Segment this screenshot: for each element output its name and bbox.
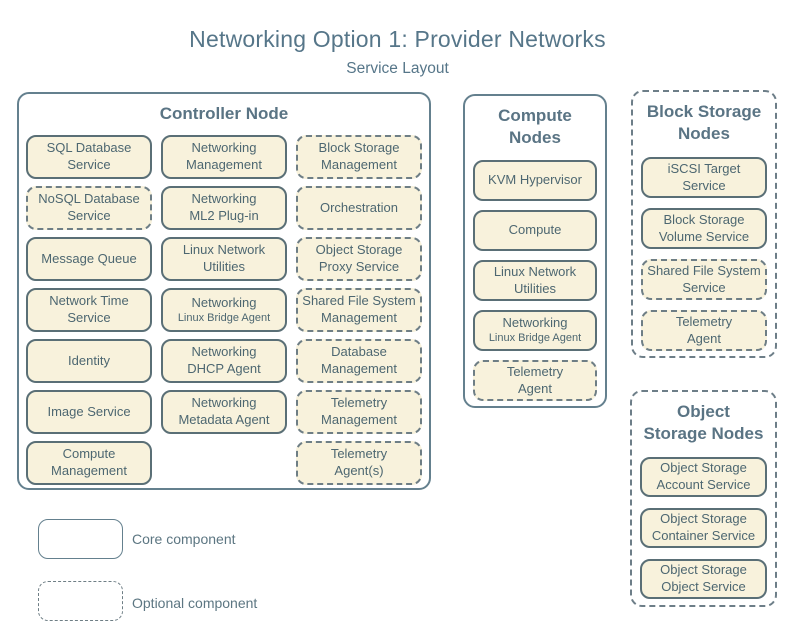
service-box-networking-metadata-agent: Networking Metadata Agent — [161, 390, 287, 434]
compute-service-list: KVM Hypervisor Compute Linux Network Uti… — [473, 160, 597, 401]
service-box-telemetry-agents: Telemetry Agent(s) — [296, 441, 422, 485]
service-box-networking-management: Networking Management — [161, 135, 287, 179]
service-box-shared-file-system-service: Shared File System Service — [641, 259, 767, 300]
legend-optional-label: Optional component — [132, 595, 258, 611]
service-box-nosql-database: NoSQL Database Service — [26, 186, 152, 230]
service-box-kvm-hypervisor: KVM Hypervisor — [473, 160, 597, 201]
object-storage-service-list: Object Storage Account Service Object St… — [640, 457, 767, 599]
block-storage-nodes-title: Block Storage Nodes — [646, 102, 762, 144]
legend-core-swatch — [38, 519, 123, 559]
service-box-object-storage-object: Object Storage Object Service — [640, 559, 767, 599]
service-label: Networking — [191, 294, 257, 310]
service-box-telemetry-management: Telemetry Management — [296, 390, 422, 434]
legend-optional-swatch — [38, 581, 123, 621]
service-box-database-management: Database Management — [296, 339, 422, 383]
service-sublabel: Linux Bridge Agent — [177, 311, 271, 324]
legend-core-label: Core component — [132, 531, 236, 547]
service-box-identity: Identity — [26, 339, 152, 383]
service-box-object-storage-container: Object Storage Container Service — [640, 508, 767, 548]
compute-nodes-title: Compute Nodes — [498, 106, 572, 148]
service-box-networking-dhcp-agent: Networking DHCP Agent — [161, 339, 287, 383]
service-label: Networking — [502, 315, 568, 331]
controller-service-grid: SQL Database Service Networking Manageme… — [26, 135, 422, 485]
service-box-image-service: Image Service — [26, 390, 152, 434]
block-storage-nodes-container: Block Storage Nodes iSCSI Target Service… — [631, 90, 777, 358]
service-box-object-storage-account: Object Storage Account Service — [640, 457, 767, 497]
object-storage-nodes-container: Object Storage Nodes Object Storage Acco… — [630, 390, 777, 607]
service-sublabel: Linux Bridge Agent — [488, 332, 582, 345]
service-box-compute: Compute — [473, 210, 597, 251]
service-box-telemetry-agent-block: Telemetry Agent — [641, 310, 767, 351]
service-box-linux-network-utilities-compute: Linux Network Utilities — [473, 260, 597, 301]
service-box-block-storage-volume: Block Storage Volume Service — [641, 208, 767, 249]
page-subtitle: Service Layout — [346, 60, 449, 77]
service-box-iscsi-target: iSCSI Target Service — [641, 157, 767, 198]
service-box-block-storage-management: Block Storage Management — [296, 135, 422, 179]
service-box-networking-linux-bridge-agent: Networking Linux Bridge Agent — [161, 288, 287, 332]
service-box-compute-management: Compute Management — [26, 441, 152, 485]
service-box-networking-linux-bridge-agent-compute: Networking Linux Bridge Agent — [473, 310, 597, 351]
service-box-shared-file-system-management: Shared File System Management — [296, 288, 422, 332]
service-box-networking-ml2-plugin: Networking ML2 Plug-in — [161, 186, 287, 230]
service-box-telemetry-agent-compute: Telemetry Agent — [473, 360, 597, 401]
compute-nodes-container: Compute Nodes KVM Hypervisor Compute Lin… — [463, 94, 607, 408]
service-box-orchestration: Orchestration — [296, 186, 422, 230]
controller-node-container: Controller Node SQL Database Service Net… — [17, 92, 431, 490]
service-box-sql-database: SQL Database Service — [26, 135, 152, 179]
service-box-linux-network-utilities: Linux Network Utilities — [161, 237, 287, 281]
service-box-message-queue: Message Queue — [26, 237, 152, 281]
service-box-object-storage-proxy: Object Storage Proxy Service — [296, 237, 422, 281]
service-box-network-time: Network Time Service — [26, 288, 152, 332]
page-title: Networking Option 1: Provider Networks — [189, 26, 606, 52]
controller-node-title: Controller Node — [159, 104, 289, 123]
block-storage-service-list: iSCSI Target Service Block Storage Volum… — [641, 157, 767, 351]
object-storage-nodes-title: Object Storage Nodes — [643, 402, 764, 444]
